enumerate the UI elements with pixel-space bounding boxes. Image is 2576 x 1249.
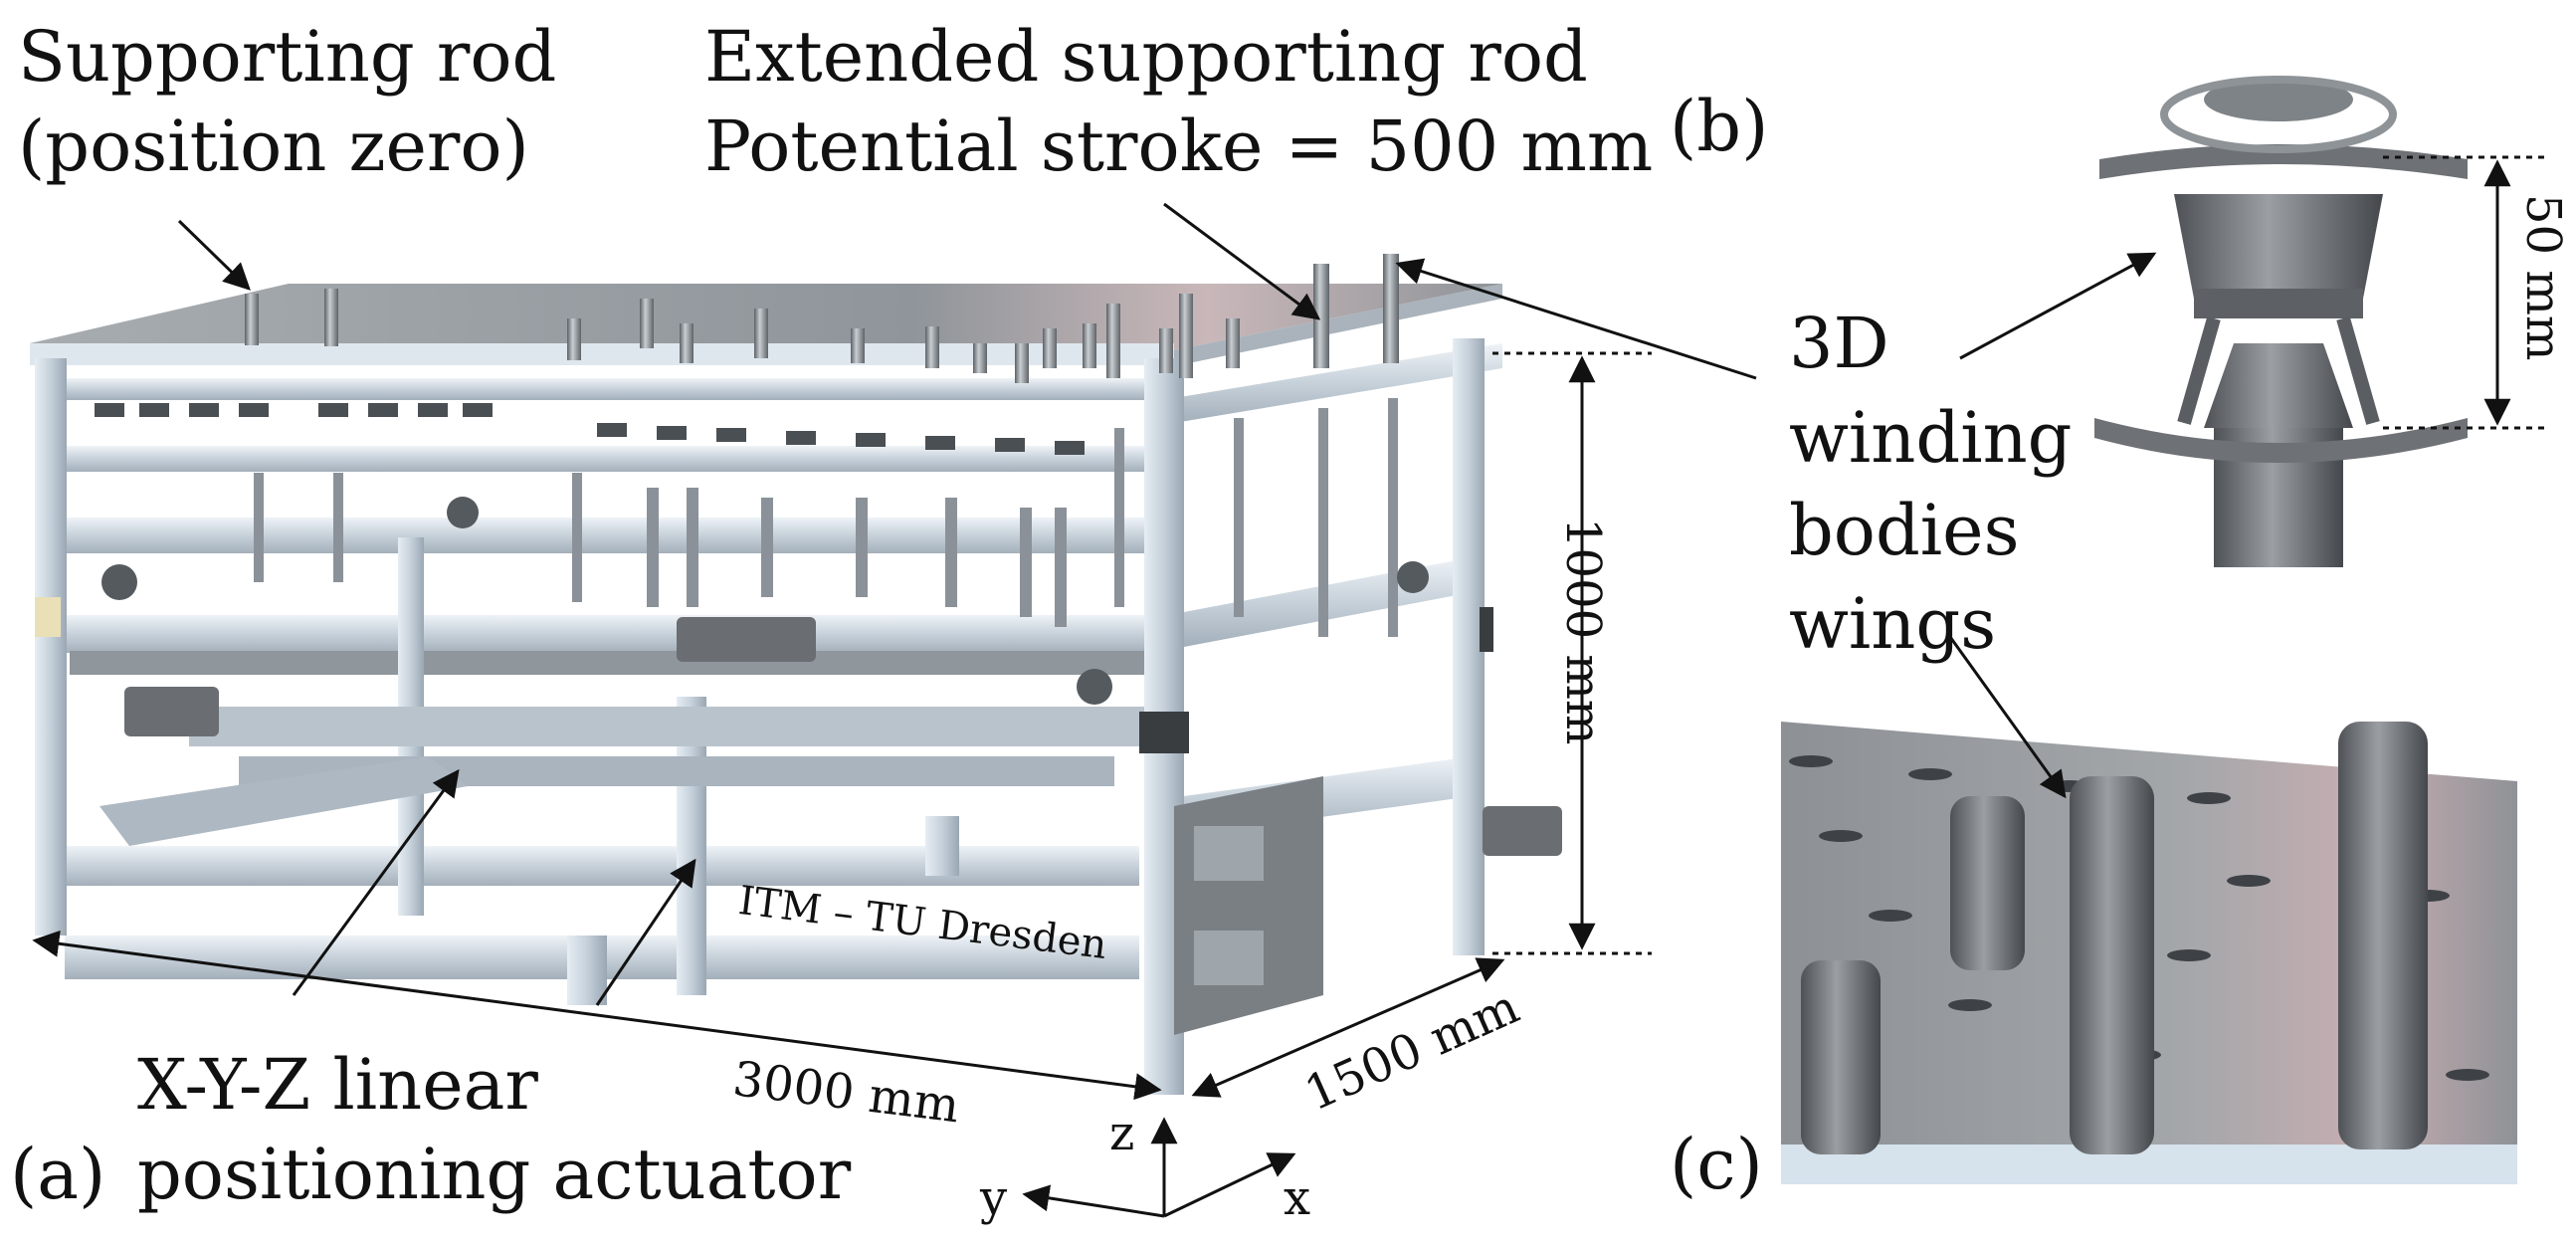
clamp-2: [1194, 931, 1264, 985]
upper-rail: [40, 378, 1174, 400]
axis-label-z: z: [1109, 1106, 1135, 1161]
label-rod-zero-line2: (position zero): [18, 105, 529, 187]
label-winding-line1: 3D: [1789, 303, 1889, 384]
coordinate-axes: [1022, 1117, 1296, 1218]
top-plate-front-edge: [30, 343, 1174, 365]
wing-detail: [2094, 76, 2468, 567]
plate-edge: [1781, 1145, 2517, 1184]
wing-top-disc: [2204, 78, 2353, 121]
winding-body-1: [1801, 960, 1881, 1154]
winding-body-4: [2338, 722, 2428, 1149]
winding-body-3: [2070, 776, 2154, 1154]
end-plate: [1174, 776, 1323, 1035]
panel-label-b: (b): [1670, 86, 1769, 167]
label-rod-extended-line2: Potential stroke = 500 mm: [704, 105, 1654, 187]
leader-rod-zero: [177, 219, 251, 291]
corner-blocks: [1139, 607, 1493, 753]
leader-winding-b: [1959, 252, 2157, 360]
right-side-top-rail: [1174, 343, 1502, 423]
wing-top-handle: [2160, 76, 2397, 153]
winding-plate: [1781, 722, 2517, 1184]
wing-upper-cone: [2174, 194, 2383, 299]
wing-upper-ring: [2099, 144, 2468, 179]
top-plate-right-side: [1174, 284, 1502, 366]
machine-frame: [30, 254, 1562, 1095]
motor-center: [677, 617, 816, 662]
wing-lower-ring: [2094, 418, 2468, 463]
dim-label-wing-height: 50 mm: [2515, 194, 2571, 361]
motor-right: [1483, 806, 1562, 856]
axis-y: [1022, 1184, 1165, 1218]
supporting-rods: [245, 254, 1399, 383]
dimension-lines: [32, 155, 2547, 1101]
rail-brackets: [95, 403, 1085, 455]
label-actuator-line1: X-Y-Z linear: [137, 1044, 538, 1126]
middle-rail-2: [40, 615, 1174, 653]
middle-rail: [40, 518, 1174, 553]
label-rod-extended-line1: Extended supporting rod: [704, 16, 1588, 98]
gantry-beam: [189, 707, 1144, 746]
label-winding-line4: wings: [1789, 583, 1997, 665]
gantry-rail-left: [99, 756, 468, 846]
dim-length: [32, 930, 1162, 1101]
label-rod-zero-line1: Supporting rod: [18, 16, 557, 98]
leader-winding-c: [1948, 636, 2067, 799]
label-actuator-line2: positioning actuator: [137, 1134, 852, 1215]
post-back-right: [1453, 338, 1485, 955]
foot-left: [567, 936, 607, 1005]
panel-label-a: (a): [10, 1134, 106, 1215]
wing-struts: [2177, 316, 2380, 425]
label-winding-line2: winding: [1789, 397, 2073, 479]
axis-x: [1163, 1152, 1296, 1218]
gear-rack: [70, 651, 1144, 675]
label-winding-line3: bodies: [1789, 490, 2020, 571]
left-block: [35, 597, 61, 637]
clamp-1: [1194, 826, 1264, 881]
axis-label-x: x: [1284, 1170, 1311, 1226]
foot-mid: [925, 816, 959, 876]
leader-winding-rod: [1395, 258, 1757, 380]
winding-body-2: [1950, 796, 2025, 970]
wing-collar: [2194, 289, 2363, 318]
motor-left: [124, 687, 219, 736]
wing-lower-cone: [2204, 343, 2353, 428]
axis-label-y: y: [980, 1170, 1008, 1226]
lower-rail: [65, 846, 1139, 886]
hanging-rods: [254, 398, 1398, 637]
dim-width: [1191, 957, 1505, 1098]
upper-rail-2: [40, 446, 1174, 472]
post-front-left: [35, 358, 67, 936]
leader-rod-extended: [1163, 202, 1321, 320]
dim-label-height: 1000 mm: [1555, 518, 1611, 745]
casters: [101, 497, 1429, 705]
panel-label-c: (c): [1670, 1124, 1763, 1205]
